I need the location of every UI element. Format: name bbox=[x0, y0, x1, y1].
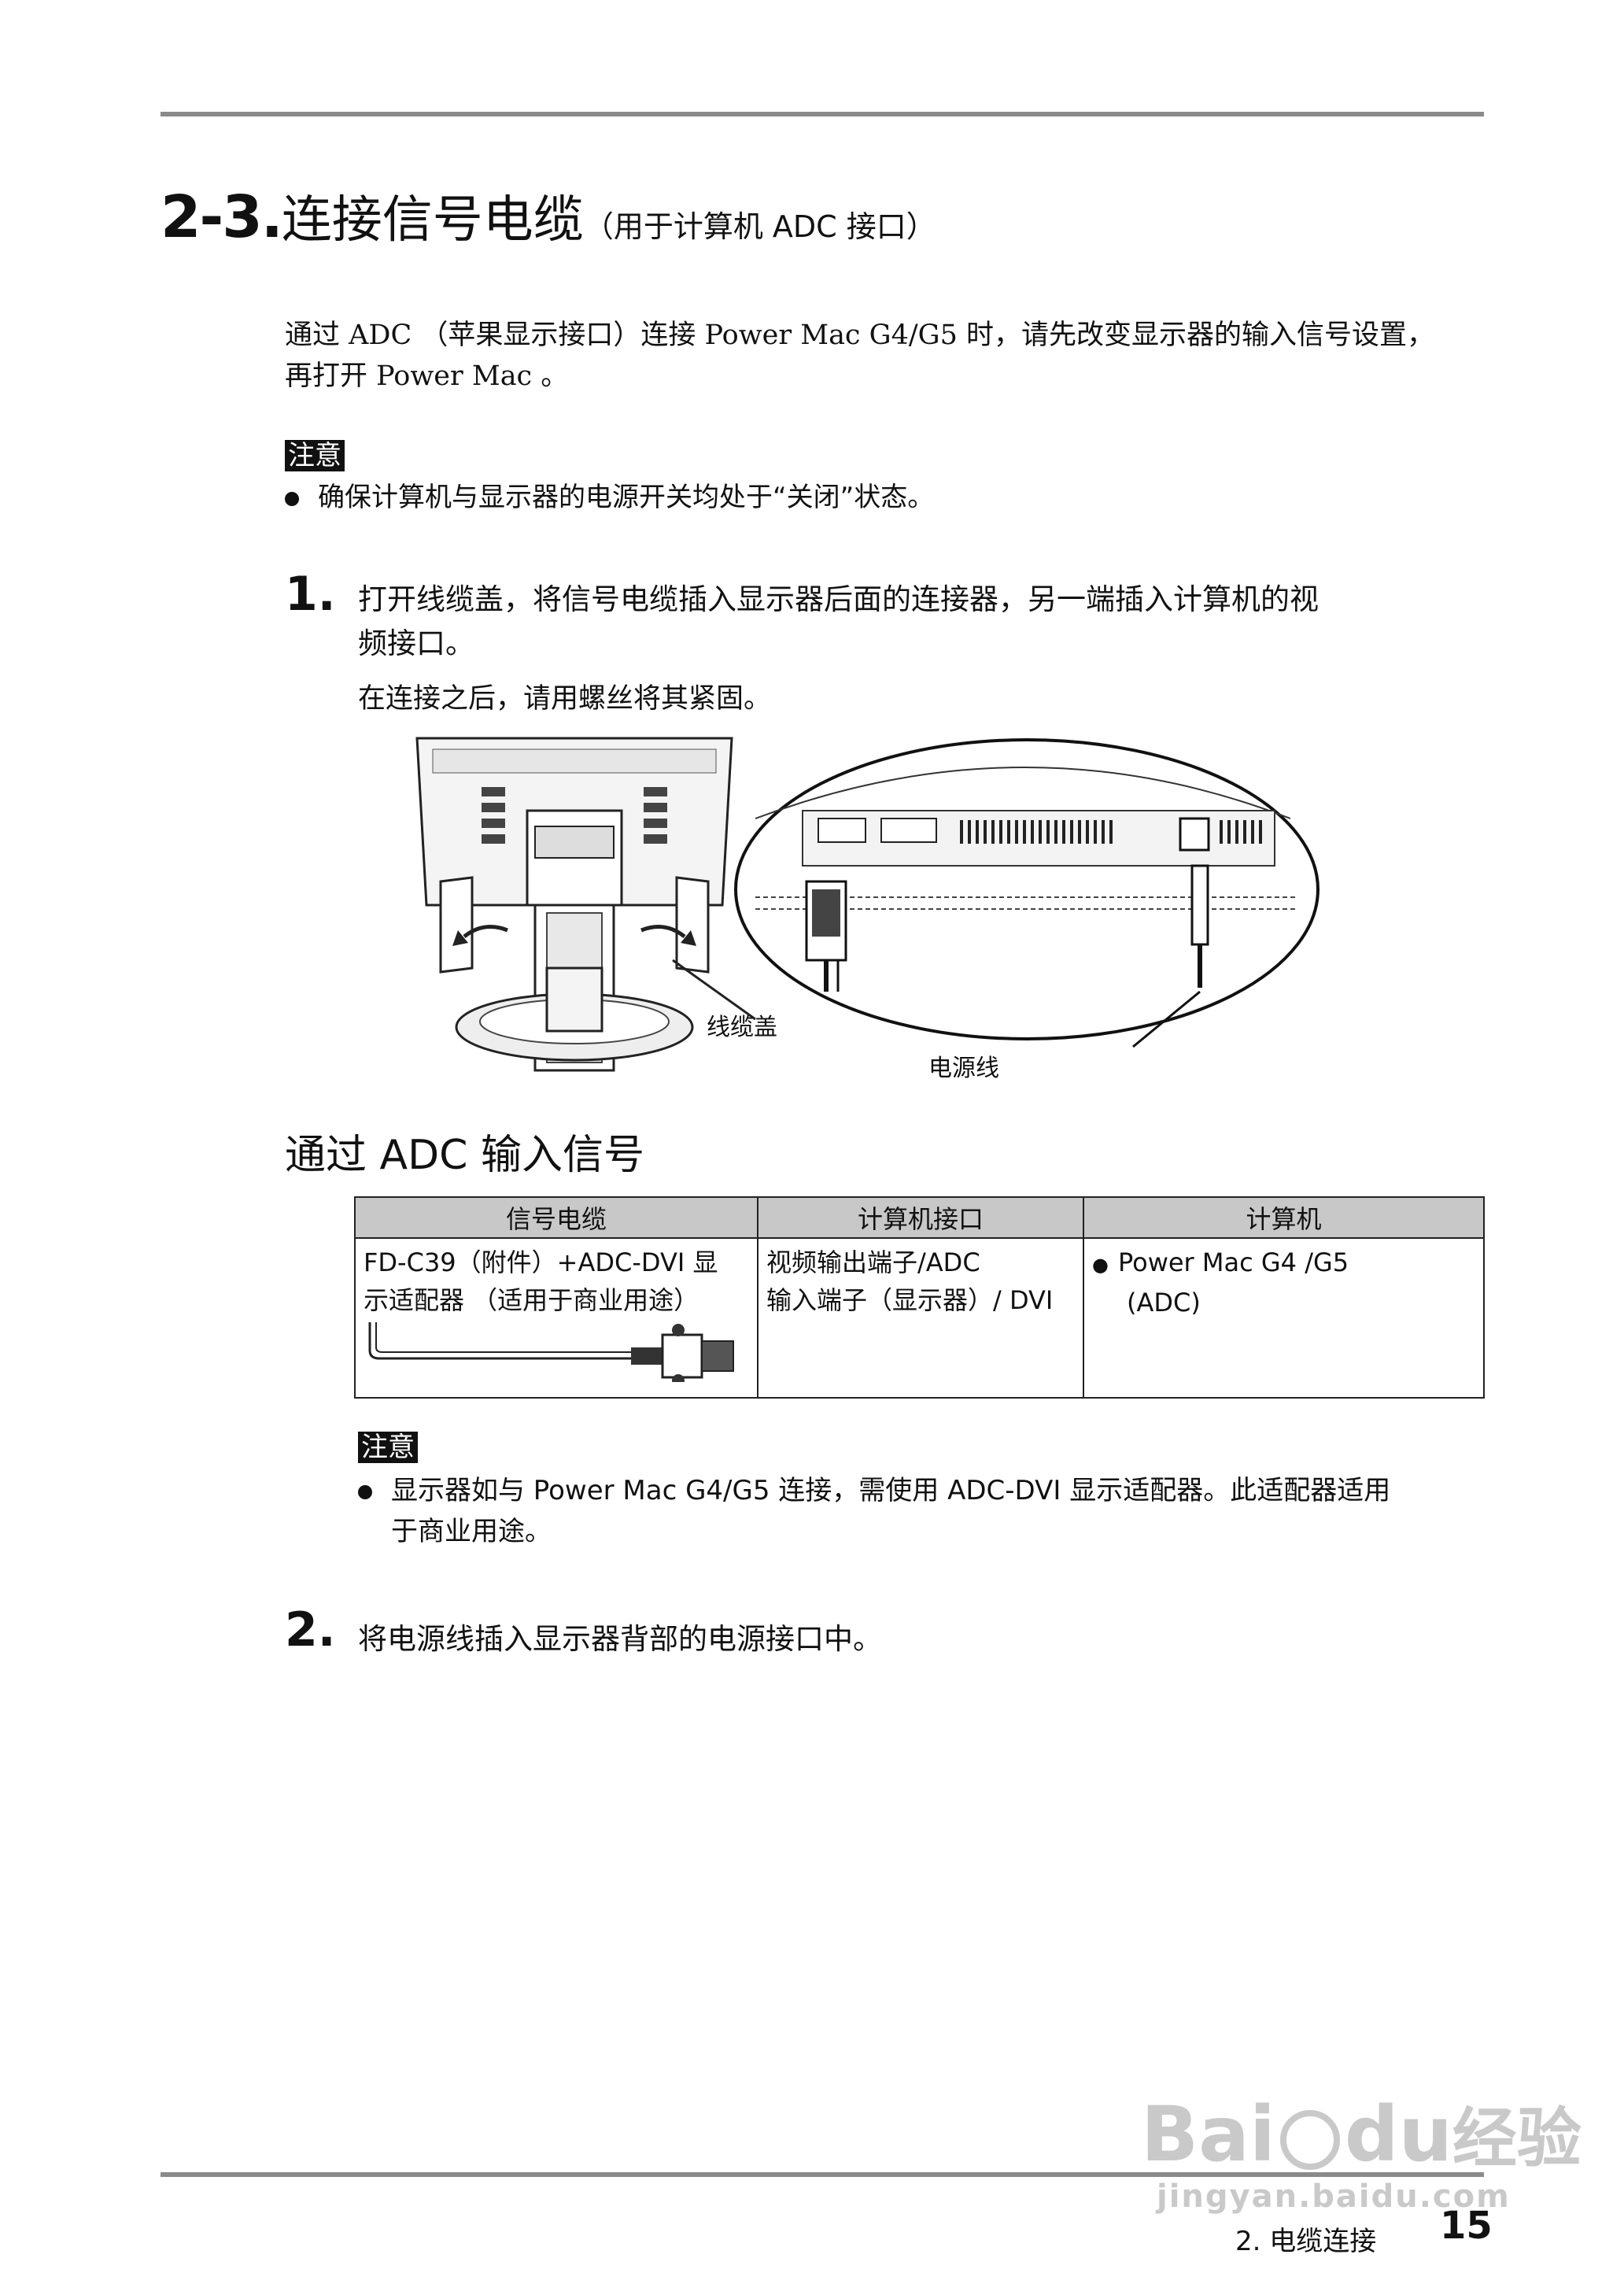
port-line-2: 输入端子（显示器）/ DVI bbox=[766, 1285, 1054, 1315]
cable-line-2: 示适配器 （适用于商业用途） bbox=[364, 1285, 699, 1315]
table-header-port: 计算机接口 bbox=[757, 1196, 1084, 1239]
step-1-line-3: 在连接之后，请用螺丝将其紧固。 bbox=[358, 683, 772, 715]
footer-chapter: 2. 电缆连接 bbox=[1235, 2226, 1377, 2257]
connector-closeup bbox=[734, 738, 1320, 1048]
table-header-cable: 信号电缆 bbox=[354, 1196, 758, 1239]
bottom-rule bbox=[161, 2172, 1484, 2177]
note-1-bullet: 确保计算机与显示器的电源开关均处于“关闭”状态。 bbox=[285, 477, 934, 518]
section-heading-adc: 通过 ADC 输入信号 bbox=[285, 1132, 644, 1179]
step-2-number: 2. bbox=[285, 1602, 336, 1658]
port-cell: 视频输出端子/ADC 输入端子（显示器）/ DVI bbox=[757, 1237, 1084, 1399]
section-number: 2-3. bbox=[161, 183, 283, 251]
top-rule bbox=[161, 112, 1484, 116]
cable-line-1: FD-C39（附件）+ADC-DVI 显 bbox=[364, 1247, 718, 1277]
intro-line-1: 通过 ADC （苹果显示接口）连接 Power Mac G4/G5 时，请先改变… bbox=[285, 320, 1435, 351]
table-header-row: 信号电缆 计算机接口 计算机 bbox=[354, 1196, 1485, 1239]
note-2-line-2: 于商业用途。 bbox=[391, 1516, 552, 1547]
cable-cell: FD-C39（附件）+ADC-DVI 显 示适配器 （适用于商业用途） bbox=[354, 1237, 758, 1399]
step-1-line-1: 打开线缆盖，将信号电缆插入显示器后面的连接器，另一端插入计算机的视 bbox=[358, 582, 1319, 616]
step-1-line-2: 频接口。 bbox=[358, 626, 474, 660]
monitor-connection-diagram bbox=[415, 737, 1320, 1072]
note-1: 注意 bbox=[285, 439, 345, 472]
table-row: FD-C39（附件）+ADC-DVI 显 示适配器 （适用于商业用途） 视频输出… bbox=[354, 1237, 1485, 1399]
watermark-brand: Bai bbox=[1141, 2090, 1275, 2179]
page-number: 15 bbox=[1440, 2204, 1493, 2248]
bullet-icon bbox=[358, 1484, 372, 1499]
note-2-line-1: 显示器如与 Power Mac G4/G5 连接，需使用 ADC-DVI 显示适… bbox=[391, 1475, 1391, 1506]
note-2: 注意 bbox=[358, 1431, 418, 1464]
step-1-number: 1. bbox=[285, 567, 336, 622]
signal-table: 信号电缆 计算机接口 计算机 FD-C39（附件）+ADC-DVI 显 示适配器… bbox=[354, 1196, 1485, 1399]
note-tag: 注意 bbox=[358, 1432, 418, 1463]
adc-dvi-cable-icon bbox=[368, 1322, 734, 1387]
step-2-text: 将电源线插入显示器背部的电源接口中。 bbox=[358, 1622, 882, 1656]
paw-icon bbox=[1279, 2109, 1340, 2170]
note-tag: 注意 bbox=[285, 440, 345, 471]
step-1-text: 打开线缆盖，将信号电缆插入显示器后面的连接器，另一端插入计算机的视 频接口。 在… bbox=[358, 578, 1491, 721]
intro-paragraph: 通过 ADC （苹果显示接口）连接 Power Mac G4/G5 时，请先改变… bbox=[285, 315, 1489, 397]
computer-line-2: (ADC) bbox=[1127, 1288, 1201, 1318]
monitor-back-illustration bbox=[415, 737, 756, 1072]
watermark-suffix: 经验 bbox=[1452, 2101, 1582, 2176]
watermark-brand-2: du bbox=[1344, 2090, 1452, 2179]
intro-line-2: 再打开 Power Mac 。 bbox=[285, 360, 569, 392]
computer-line-1: Power Mac G4 /G5 bbox=[1117, 1247, 1349, 1277]
table-header-computer: 计算机 bbox=[1083, 1196, 1485, 1239]
bullet-icon bbox=[285, 491, 299, 506]
port-line-1: 视频输出端子/ADC bbox=[766, 1247, 980, 1277]
note-1-text: 确保计算机与显示器的电源开关均处于“关闭”状态。 bbox=[318, 482, 935, 513]
title-subtitle: （用于计算机 ADC 接口） bbox=[583, 209, 936, 244]
watermark-url: jingyan.baidu.com bbox=[1157, 2179, 1511, 2215]
bullet-icon: ● bbox=[1092, 1254, 1109, 1276]
title-main: 连接信号电缆 bbox=[281, 191, 584, 249]
note-2-bullet: 显示器如与 Power Mac G4/G5 连接，需使用 ADC-DVI 显示适… bbox=[358, 1470, 1491, 1552]
power-cord-label: 电源线 bbox=[928, 1055, 999, 1082]
page-title: 2-3.连接信号电缆（用于计算机 ADC 接口） bbox=[161, 179, 936, 252]
computer-cell: ● Power Mac G4 /G5 (ADC) bbox=[1083, 1237, 1485, 1399]
cable-cover-label: 线缆盖 bbox=[707, 1014, 777, 1041]
